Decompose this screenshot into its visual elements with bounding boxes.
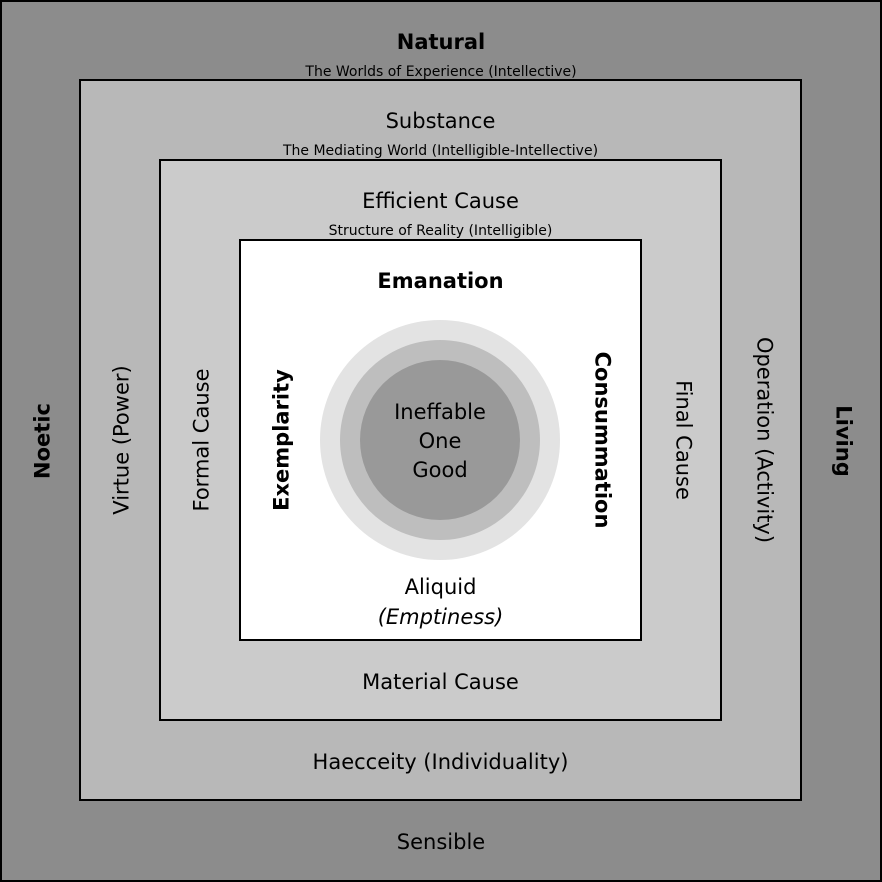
label-living: Living <box>831 405 856 477</box>
core-circle <box>360 360 520 520</box>
label-good: Good <box>412 458 468 482</box>
label-worlds-of-experience: The Worlds of Experience (Intellective) <box>305 64 577 80</box>
label-ineffable: Ineffable <box>394 400 486 424</box>
label-substance: Substance <box>385 109 496 133</box>
label-haecceity: Haecceity (Individuality) <box>312 750 569 774</box>
label-material-cause: Material Cause <box>362 670 519 694</box>
label-aliquid: Aliquid <box>404 575 477 599</box>
label-emptiness: (Emptiness) <box>377 605 504 629</box>
label-operation-activity: Operation (Activity) <box>752 336 777 544</box>
label-consummation: Consummation <box>590 351 615 529</box>
label-structure-of-reality: Structure of Reality (Intelligible) <box>328 223 553 239</box>
label-final-cause: Final Cause <box>671 380 696 500</box>
label-exemplarity: Exemplarity <box>269 369 294 511</box>
label-mediating-world: The Mediating World (Intelligible-Intell… <box>282 143 599 159</box>
label-formal-cause: Formal Cause <box>189 368 214 512</box>
label-sensible: Sensible <box>396 830 486 854</box>
label-emanation: Emanation <box>377 269 504 293</box>
core-text: Ineffable One Good <box>360 398 520 485</box>
label-efficient-cause: Efficient Cause <box>362 189 519 213</box>
label-one: One <box>418 429 462 453</box>
label-natural: Natural <box>396 30 486 54</box>
label-virtue-power: Virtue (Power) <box>109 365 134 515</box>
label-noetic: Noetic <box>30 403 55 479</box>
